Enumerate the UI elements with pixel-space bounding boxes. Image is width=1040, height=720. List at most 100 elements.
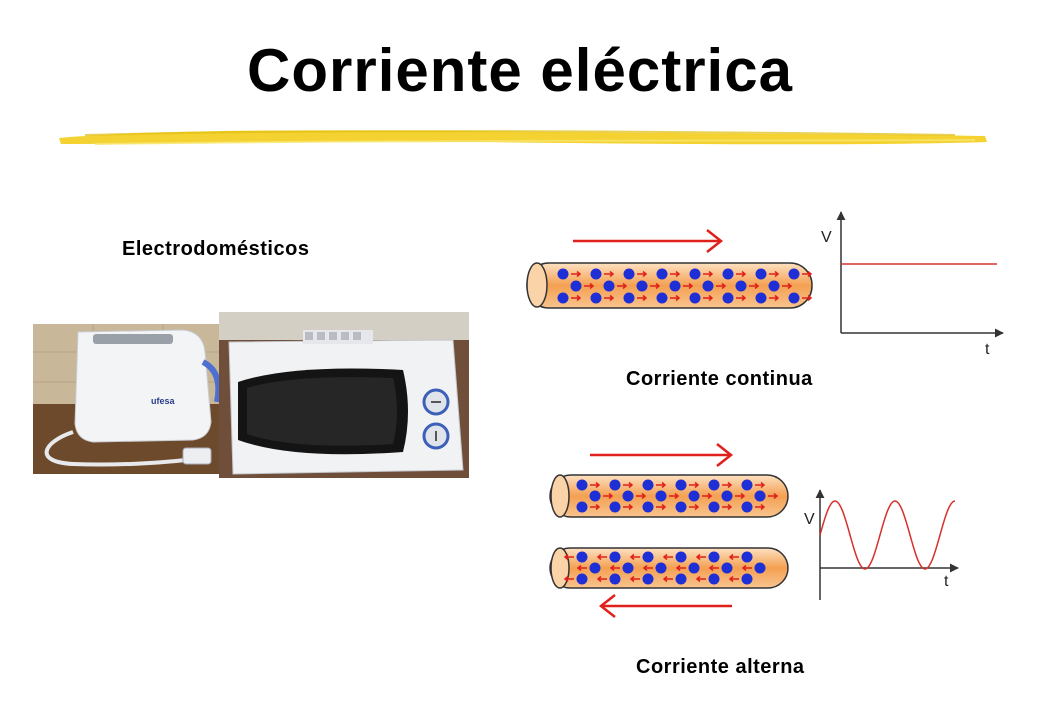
electron-dot (702, 280, 714, 292)
electron-motion-arrow (735, 492, 746, 500)
electron-dot (642, 479, 654, 491)
electron-motion-arrow (782, 282, 793, 290)
svg-text:ufesa: ufesa (151, 396, 176, 406)
electron-motion-arrow (623, 503, 634, 511)
electron-dot (576, 501, 588, 513)
electron-motion-arrow (675, 564, 686, 572)
electron-dot (708, 501, 720, 513)
electron-dot (741, 551, 753, 563)
electron-dot (675, 573, 687, 585)
electron-dot (741, 573, 753, 585)
electron-dot (636, 280, 648, 292)
electron-dot (622, 490, 634, 502)
electron-dot (755, 292, 767, 304)
electron-dot (656, 292, 668, 304)
electron-motion-arrow (728, 575, 739, 583)
electron-motion-arrow (596, 553, 607, 561)
electron-motion-arrow (736, 270, 747, 278)
electron-motion-arrow (702, 492, 713, 500)
electron-motion-arrow (802, 294, 813, 302)
electron-dot (689, 268, 701, 280)
electron-motion-arrow (596, 575, 607, 583)
electron-motion-arrow (736, 294, 747, 302)
electron-motion-arrow (670, 294, 681, 302)
electron-motion-arrow (703, 270, 714, 278)
electron-motion-arrow (584, 282, 595, 290)
electron-motion-arrow (695, 553, 706, 561)
electron-motion-arrow (629, 553, 640, 561)
electron-dot (741, 479, 753, 491)
electron-dot (754, 562, 766, 574)
electron-dot (741, 501, 753, 513)
electron-dot (768, 280, 780, 292)
electron-dot (754, 490, 766, 502)
electron-motion-arrow (590, 481, 601, 489)
electron-dot (722, 292, 734, 304)
electron-motion-arrow (642, 564, 653, 572)
electron-motion-arrow (637, 270, 648, 278)
electron-motion-arrow (604, 270, 615, 278)
electron-motion-arrow (623, 481, 634, 489)
electron-dot (576, 551, 588, 563)
electron-dot (576, 573, 588, 585)
electron-dot (688, 562, 700, 574)
voltage-time-graph: V t (804, 489, 959, 600)
forward-direction-arrow (590, 443, 734, 467)
electron-motion-arrow (722, 481, 733, 489)
electron-dot (735, 280, 747, 292)
electron-dot (675, 551, 687, 563)
electron-dot (755, 268, 767, 280)
electron-dot (642, 501, 654, 513)
electron-motion-arrow (617, 282, 628, 290)
electron-particles (557, 268, 813, 304)
electron-dot (689, 292, 701, 304)
electron-dot (589, 490, 601, 502)
electron-motion-arrow (576, 564, 587, 572)
electron-dot (623, 268, 635, 280)
electron-dot (656, 268, 668, 280)
electron-motion-arrow (571, 270, 582, 278)
electron-motion-arrow (689, 503, 700, 511)
electron-motion-arrow (590, 503, 601, 511)
electron-dot (708, 479, 720, 491)
electron-motion-arrow (629, 575, 640, 583)
electron-motion-arrow (650, 282, 661, 290)
x-axis-label: t (985, 341, 990, 358)
electron-motion-arrow (749, 282, 760, 290)
direct-current-diagram: V t (526, 211, 1004, 358)
conductor-wire-bottom (549, 547, 789, 589)
electron-motion-arrow (716, 282, 727, 290)
direct-current-label: Corriente continua (626, 368, 813, 390)
electron-motion-arrow (670, 270, 681, 278)
electron-dot (622, 562, 634, 574)
electron-motion-arrow (755, 503, 766, 511)
appliances-photo: ufesa (33, 312, 469, 478)
current-direction-arrow (573, 229, 724, 253)
electron-particles (563, 479, 779, 585)
sine-wave (819, 500, 956, 570)
electron-motion-arrow (604, 294, 615, 302)
electron-dot (576, 479, 588, 491)
electron-motion-arrow (637, 294, 648, 302)
electron-motion-arrow (656, 481, 667, 489)
electron-dot (688, 490, 700, 502)
electron-dot (669, 280, 681, 292)
appliances-label: Electrodomésticos (122, 238, 310, 260)
electron-motion-arrow (755, 481, 766, 489)
electron-dot (603, 280, 615, 292)
electron-dot (609, 501, 621, 513)
slide-title: Corriente eléctrica (247, 37, 793, 104)
electron-motion-arrow (603, 492, 614, 500)
electron-dot (642, 551, 654, 563)
electron-dot (589, 562, 601, 574)
electron-dot (788, 268, 800, 280)
voltage-time-graph: V t (821, 211, 1004, 358)
electron-motion-arrow (609, 564, 620, 572)
electron-dot (655, 562, 667, 574)
electron-dot (570, 280, 582, 292)
electron-dot (590, 268, 602, 280)
electron-dot (590, 292, 602, 304)
electron-dot (557, 268, 569, 280)
electron-dot (788, 292, 800, 304)
alternating-current-label: Corriente alterna (636, 656, 805, 678)
